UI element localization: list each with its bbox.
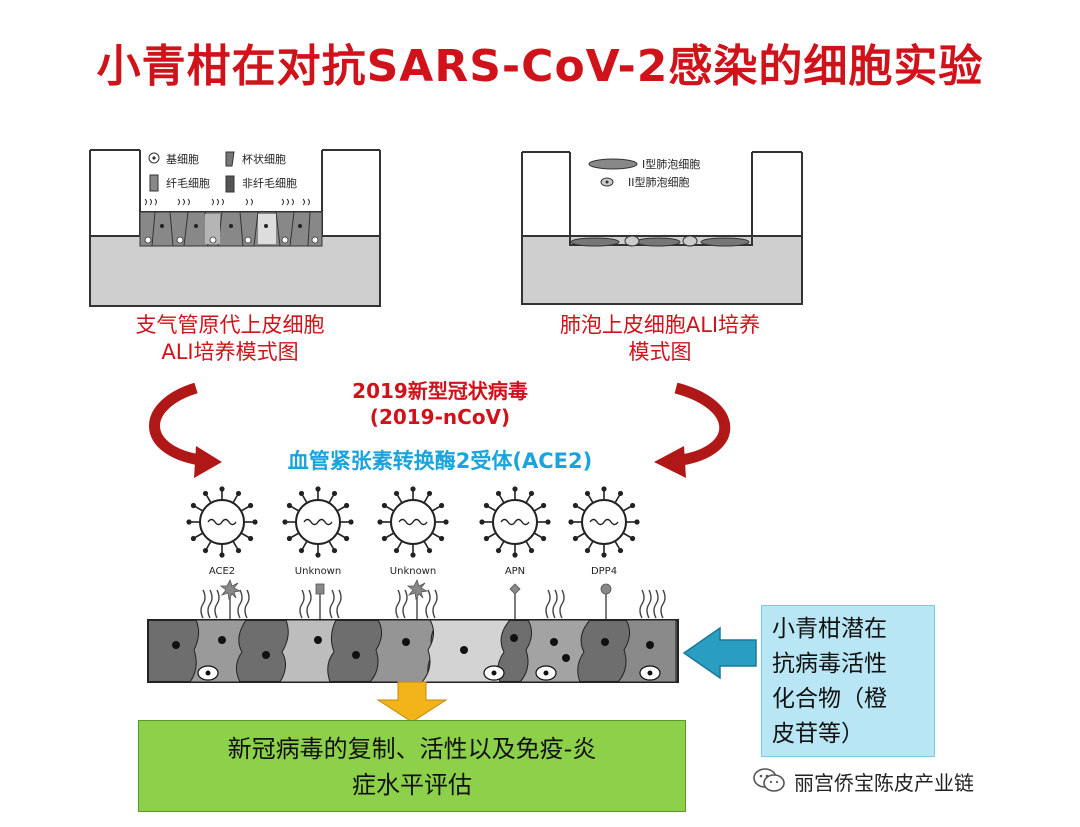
caption-bronchial: 支气管原代上皮细胞 ALI培养模式图 xyxy=(80,312,380,366)
virus-label-4: APN xyxy=(505,566,525,577)
caption-alveolar: 肺泡上皮细胞ALI培养 模式图 xyxy=(510,312,810,366)
virus-2-icon xyxy=(282,486,354,558)
apn-receptor-icon xyxy=(509,583,521,595)
virus-label-2: Unknown xyxy=(295,566,341,577)
type1-cell-icon xyxy=(588,158,638,170)
dpp4-receptor-icon xyxy=(600,583,612,595)
virus-abbreviation: (2019-nCoV) xyxy=(369,405,511,429)
bronchial-ali-model xyxy=(89,149,381,307)
virus-1-icon xyxy=(186,486,258,558)
ciliated-cell-icon xyxy=(149,174,159,192)
virus-name: 2019新型冠状病毒 xyxy=(352,379,528,403)
legend-type2-cell: II型肺泡细胞 xyxy=(628,175,690,189)
watermark: 丽宫侨宝陈皮产业链 xyxy=(752,763,1072,799)
left-arrow xyxy=(682,626,757,680)
curved-arrow-left xyxy=(149,382,202,466)
unknown-receptor-icon xyxy=(315,583,325,595)
compound-line-2: 抗病毒活性 xyxy=(772,651,887,677)
legend-ciliated-cell: 纤毛细胞 xyxy=(166,177,210,190)
virus-3-icon xyxy=(377,486,449,558)
nonciliated-cell-icon xyxy=(225,175,235,193)
unknown-receptor-icon-2 xyxy=(406,578,429,601)
virus-4-icon xyxy=(479,486,551,558)
virus-label-5: DPP4 xyxy=(591,566,617,577)
compound-box: 小青柑潜在 抗病毒活性 化合物（橙 皮苷等） xyxy=(761,605,935,757)
virus-label-3: Unknown xyxy=(390,566,436,577)
ace2-receptor-icon xyxy=(219,578,242,601)
compound-line-1: 小青柑潜在 xyxy=(772,616,887,642)
compound-line-3: 化合物（橙 xyxy=(772,686,887,712)
curved-arrow-right xyxy=(674,382,731,466)
alveolar-ali-model xyxy=(521,151,803,305)
caption-bronchial-line1: 支气管原代上皮细胞 xyxy=(135,313,325,337)
receptor-text: 血管紧张素转换酶2受体(ACE2) xyxy=(287,449,593,473)
wechat-icon xyxy=(753,768,785,792)
legend-nonciliated-cell: 非纤毛细胞 xyxy=(242,177,297,190)
page-title: 小青柑在对抗SARS-CoV-2感染的细胞实验 xyxy=(96,41,984,92)
legend-basal-cell: 基细胞 xyxy=(166,153,199,166)
watermark-text: 丽宫侨宝陈皮产业链 xyxy=(794,771,974,795)
compound-line-4: 皮苷等） xyxy=(772,721,864,747)
result-line-1: 新冠病毒的复制、活性以及免疫-炎 xyxy=(227,735,597,763)
caption-alveolar-line2: 模式图 xyxy=(628,340,692,364)
virus-label-1: ACE2 xyxy=(209,566,235,577)
caption-bronchial-line2: ALI培养模式图 xyxy=(161,340,299,364)
caption-alveolar-line1: 肺泡上皮细胞ALI培养 xyxy=(559,313,761,337)
virus-5-icon xyxy=(568,486,640,558)
goblet-cell-icon xyxy=(225,151,235,167)
virus-row: ACE2 Unknown Unknown APN DPP4 xyxy=(186,486,640,577)
receptor-row xyxy=(200,589,666,620)
result-box: 新冠病毒的复制、活性以及免疫-炎 症水平评估 xyxy=(138,720,686,812)
legend-type1-cell: I型肺泡细胞 xyxy=(642,157,700,171)
down-arrow xyxy=(376,681,448,723)
legend-goblet-cell: 杯状细胞 xyxy=(242,152,286,166)
result-line-2: 症水平评估 xyxy=(352,771,472,799)
epithelial-layer xyxy=(147,619,679,683)
